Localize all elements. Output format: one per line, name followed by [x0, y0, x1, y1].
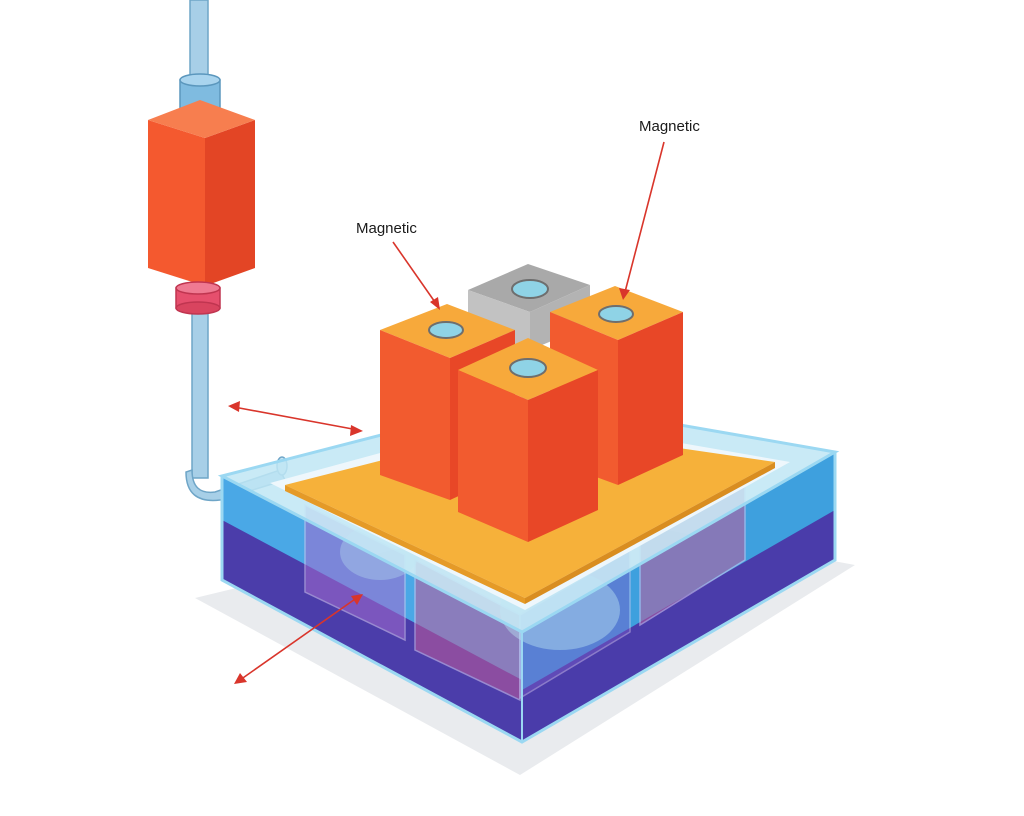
- arrow-magnetic-right: [624, 141, 665, 293]
- arrowhead-lower-right: [351, 594, 363, 605]
- arrow-magnetic-left: [392, 241, 438, 306]
- magnet-block-front: [458, 338, 598, 542]
- label-magnetic-right: Magnetic: [639, 118, 700, 135]
- label-magnetic-left: Magnetic: [356, 220, 417, 237]
- arrowhead-upper-right: [350, 425, 363, 436]
- arrowhead-magnetic-right: [619, 288, 630, 300]
- arrow-double-lower: [239, 596, 359, 681]
- arrowhead-lower-left: [234, 673, 247, 684]
- arrowhead-upper-left: [228, 401, 240, 412]
- pipe-connector-bottom: [175, 281, 221, 315]
- arrow-double-upper: [233, 406, 359, 431]
- annotation-arrows: [228, 141, 665, 684]
- pump-block: [148, 100, 255, 286]
- arrowhead-magnetic-left: [430, 297, 440, 310]
